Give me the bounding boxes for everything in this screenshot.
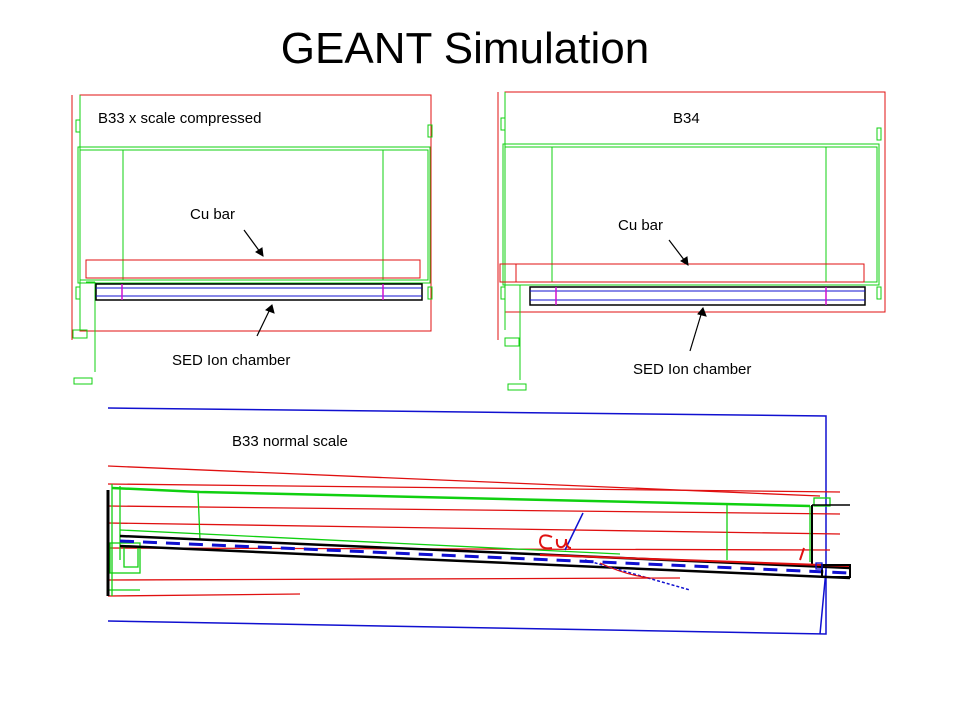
- b34-cu-bar-label: Cu bar: [618, 217, 664, 234]
- b33-cu-bar-label: Cu bar: [190, 206, 236, 223]
- b33-normal-diagram: [106, 407, 851, 635]
- b33-sed-ion-chamber-label: SED Ion chamber: [172, 352, 291, 369]
- page-title: GEANT Simulation: [280, 24, 650, 73]
- b33-compressed-diagram: [71, 94, 433, 385]
- b34-sed-ion-chamber-label: SED Ion chamber: [633, 361, 752, 378]
- b33-normal-scale-label: B33 normal scale: [232, 433, 348, 450]
- b34-diagram: [497, 91, 886, 391]
- b34-label: B34: [673, 110, 700, 127]
- b33-compressed-label: B33 x scale compressed: [98, 110, 262, 127]
